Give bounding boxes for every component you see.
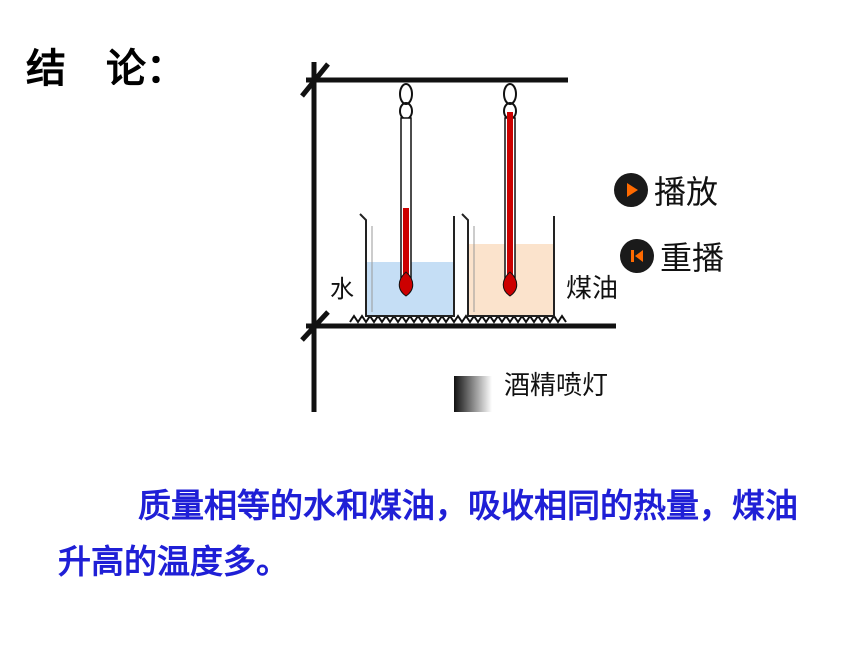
thermometer-right [502,83,518,297]
thermometer-left [398,83,414,297]
conclusion-text: 质量相等的水和煤油，吸收相同的热量，煤油升高的温度多。 [58,486,798,581]
kerosene-label: 煤油 [566,274,618,304]
replay-label: 重播 [660,239,725,277]
play-label: 播放 [654,173,719,211]
thermometer-right-column [507,112,513,278]
lamp-label: 酒精喷灯 [504,371,608,401]
page-title: 结 论： [26,46,186,92]
thermometer-left-column [403,208,409,278]
lamp-icon [454,376,492,412]
platform-clamp [300,310,330,342]
replay-icon [620,239,654,273]
water-label: 水 [330,275,354,303]
play-button[interactable]: 播放 [614,167,718,213]
replay-button[interactable]: 重播 [620,233,724,279]
play-icon [614,173,648,207]
top-clamp [300,62,330,98]
